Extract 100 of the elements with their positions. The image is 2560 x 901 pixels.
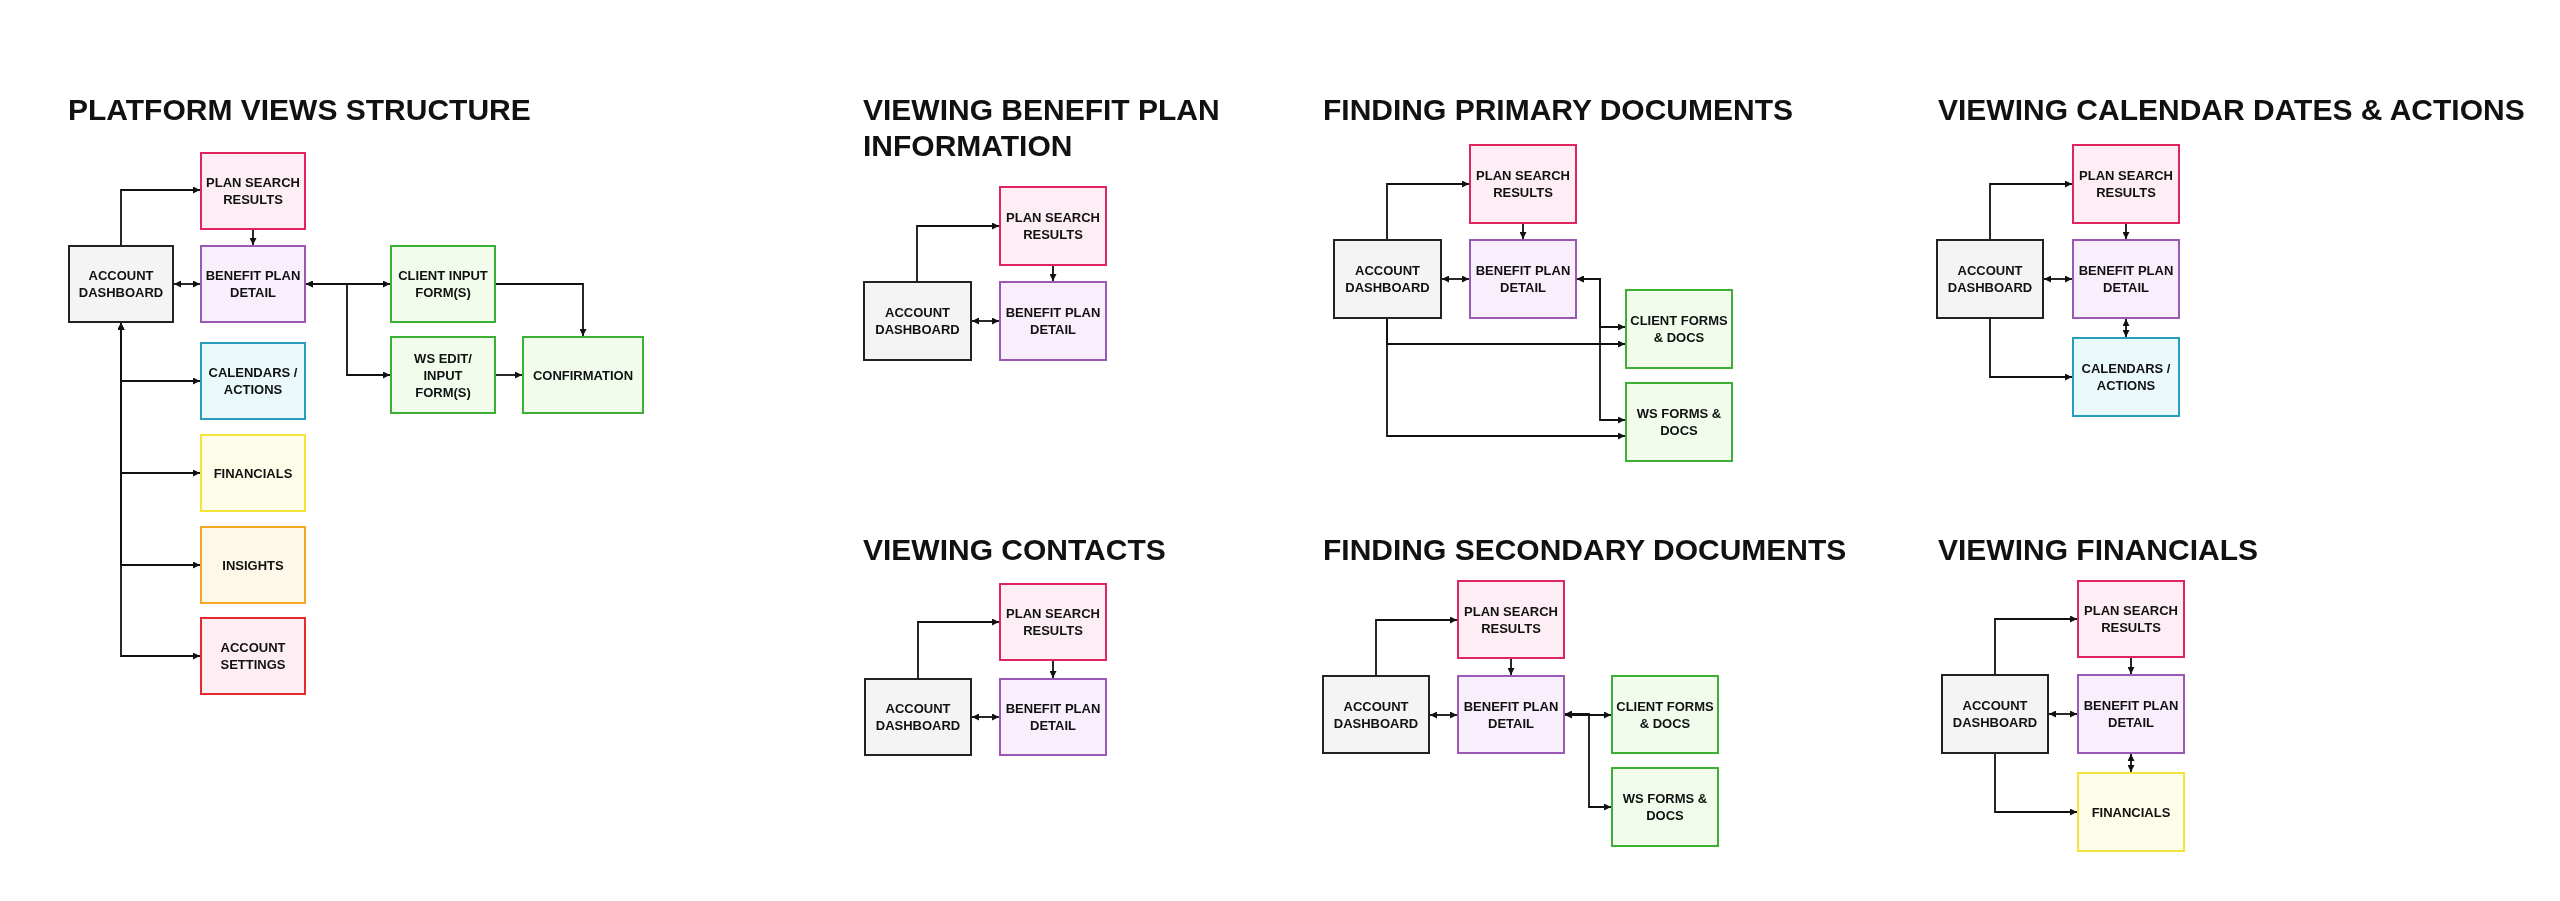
double-arrow xyxy=(1441,275,1470,283)
view-box xyxy=(390,245,496,323)
view-name: BENEFIT PLAN DETAIL xyxy=(1004,700,1102,734)
panel-title: VIEWING CONTACTS xyxy=(863,532,1166,568)
panel-title: PLATFORM VIEWS STRUCTURE xyxy=(68,92,531,128)
view-box xyxy=(1941,674,2049,754)
arrow xyxy=(1049,660,1057,679)
view-name: ACCOUNT DASHBOARD xyxy=(77,267,165,301)
arrow xyxy=(2122,223,2130,240)
view-name: ACCOUNT DASHBOARD xyxy=(874,304,961,338)
arrow xyxy=(1994,753,2078,816)
view-box xyxy=(1625,289,1733,369)
view-box xyxy=(1469,239,1577,319)
view-name: PLAN SEARCH RESULTS xyxy=(1005,209,1101,243)
view-box xyxy=(863,281,972,361)
double-arrow xyxy=(173,280,201,288)
arrow xyxy=(1519,223,1527,240)
view-box xyxy=(2072,337,2180,417)
view-name: ACCOUNT DASHBOARD xyxy=(1344,262,1431,296)
view-name: CLIENT FORMS & DOCS xyxy=(1615,697,1715,732)
view-name: ACCOUNT DASHBOARD xyxy=(1951,697,2039,731)
arrow xyxy=(1994,615,2078,675)
view-box xyxy=(2072,239,2180,319)
view-name: CONFIRMATION xyxy=(531,366,635,384)
view-name: WS EDIT/ INPUT FORM(S) xyxy=(413,349,473,401)
view-name: WS FORMS & DOCS xyxy=(1635,405,1723,439)
arrow xyxy=(916,222,1000,282)
view-box xyxy=(68,245,174,323)
panel-title: VIEWING BENEFIT PLAN INFORMATION xyxy=(863,92,1221,164)
view-name: ACCOUNT DASHBOARD xyxy=(1946,262,2034,296)
double-arrow xyxy=(1564,711,1612,719)
view-name: ACCOUNT DASHBOARD xyxy=(874,700,962,734)
view-box xyxy=(1611,675,1719,754)
view-box xyxy=(999,678,1107,756)
arrow xyxy=(249,229,257,246)
view-name: CLIENT INPUT FORM(S) xyxy=(397,267,489,301)
view-name: PLAN SEARCH RESULTS xyxy=(205,174,301,208)
double-arrow xyxy=(305,280,391,379)
view-name: ACCOUNT DASHBOARD xyxy=(1332,697,1420,732)
view-box xyxy=(1611,767,1719,847)
view-box xyxy=(999,281,1107,361)
arrow xyxy=(1989,318,2073,381)
view-box xyxy=(999,186,1107,266)
view-box xyxy=(1333,239,1442,319)
view-box xyxy=(1322,675,1430,754)
double-arrow xyxy=(1429,711,1458,719)
arrow xyxy=(1386,318,1626,440)
view-name: FINANCIALS xyxy=(2090,803,2172,821)
view-box xyxy=(2072,144,2180,224)
view-name: PLAN SEARCH RESULTS xyxy=(1475,167,1571,201)
arrow xyxy=(1989,180,2073,240)
view-box xyxy=(999,583,1107,661)
panel-title: VIEWING CALENDAR DATES & ACTIONS xyxy=(1938,92,2525,128)
view-box xyxy=(200,152,306,230)
arrow xyxy=(495,283,587,337)
double-arrow xyxy=(1576,275,1626,424)
arrow xyxy=(917,618,1000,679)
view-box xyxy=(390,336,496,414)
view-name: WS FORMS & DOCS xyxy=(1621,790,1709,824)
view-name: BENEFIT PLAN DETAIL xyxy=(1004,304,1102,338)
arrow xyxy=(1049,265,1057,282)
view-name: PLAN SEARCH RESULTS xyxy=(2083,602,2179,636)
view-box xyxy=(522,336,644,414)
double-arrow xyxy=(2043,275,2073,283)
double-arrow xyxy=(2048,710,2078,718)
arrow xyxy=(1375,616,1458,676)
view-name: INSIGHTS xyxy=(221,556,285,574)
view-box xyxy=(200,617,306,695)
view-name: ACCOUNT SETTINGS xyxy=(219,639,287,673)
view-name: PLAN SEARCH RESULTS xyxy=(1463,602,1559,637)
view-box xyxy=(2077,772,2185,852)
view-name: PLAN SEARCH RESULTS xyxy=(1005,605,1101,639)
view-name: CALENDARS / ACTIONS xyxy=(207,364,299,398)
view-box xyxy=(2077,674,2185,754)
view-name: BENEFIT PLAN DETAIL xyxy=(2077,262,2175,296)
panel-title: FINDING SECONDARY DOCUMENTS xyxy=(1323,532,1847,568)
view-name: CALENDARS / ACTIONS xyxy=(2080,360,2172,394)
arrow xyxy=(120,186,201,246)
view-box xyxy=(864,678,972,756)
double-arrow xyxy=(971,317,1000,325)
view-name: PLAN SEARCH RESULTS xyxy=(2078,167,2174,201)
view-box xyxy=(200,434,306,512)
panel-title: FINDING PRIMARY DOCUMENTS xyxy=(1323,92,1793,128)
view-name: CLIENT FORMS & DOCS xyxy=(1629,312,1729,346)
view-name: BENEFIT PLAN DETAIL xyxy=(1462,697,1560,732)
view-name: BENEFIT PLAN DETAIL xyxy=(2082,697,2180,731)
double-arrow xyxy=(2122,318,2130,338)
arrow xyxy=(1507,658,1515,676)
arrow xyxy=(2127,657,2135,675)
view-box xyxy=(200,526,306,604)
view-box xyxy=(1457,675,1565,754)
view-box xyxy=(1625,382,1733,462)
view-box xyxy=(1469,144,1577,224)
panel-title: VIEWING FINANCIALS xyxy=(1938,532,2258,568)
view-name: FINANCIALS xyxy=(212,464,294,482)
view-box xyxy=(1936,239,2044,319)
view-box xyxy=(200,245,306,323)
double-arrow xyxy=(2127,753,2135,773)
view-name: BENEFIT PLAN DETAIL xyxy=(1474,262,1572,296)
double-arrow xyxy=(1564,710,1612,811)
